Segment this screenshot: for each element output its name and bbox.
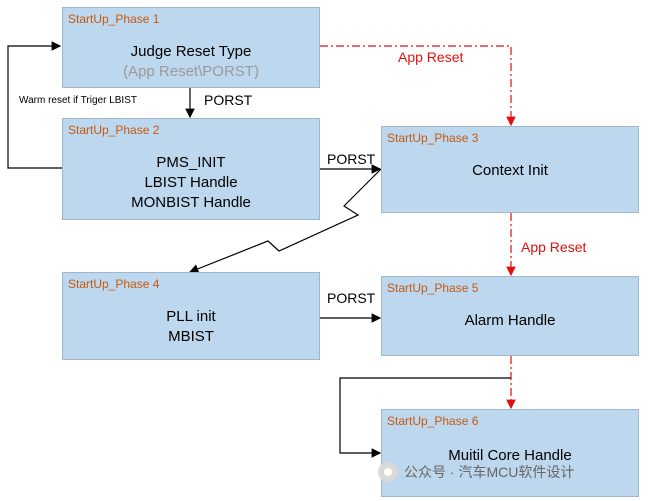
warm-reset-label: Warm reset if Triger LBIST xyxy=(19,95,137,106)
watermark: 公众号 · 汽车MCU软件设计 xyxy=(378,462,574,482)
arrow-warm-reset-loop xyxy=(7,41,62,169)
phase-6-box: StartUp_Phase 6 Muitil Core Handle xyxy=(381,409,639,497)
phase-1-line-1: Judge Reset Type xyxy=(130,43,252,60)
phase-1-line-2: (App Reset\PORST) xyxy=(123,63,259,80)
phase-5-tag: StartUp_Phase 5 xyxy=(387,281,479,295)
app-reset-label-p1-p3: App Reset xyxy=(398,49,464,65)
phase-2-box: StartUp_Phase 2 PMS_INIT LBIST Handle MO… xyxy=(62,118,320,220)
porst-label-p1-p2: PORST xyxy=(204,92,253,108)
phase-4-line-2: MBIST xyxy=(168,328,214,345)
phase-6-text: Muitil Core Handle xyxy=(382,446,638,466)
arrow-p5-p6-black xyxy=(339,377,511,458)
phase-3-tag: StartUp_Phase 3 xyxy=(387,131,479,145)
phase-4-box: StartUp_Phase 4 PLL init MBIST xyxy=(62,272,320,360)
phase-3-box: StartUp_Phase 3 Context Init xyxy=(381,126,639,213)
arrow-p3-p4 xyxy=(188,168,382,274)
phase-5-text: Alarm Handle xyxy=(382,311,638,331)
app-reset-label-p3-p5: App Reset xyxy=(521,239,587,255)
phase-1-box: StartUp_Phase 1 Judge Reset Type (App Re… xyxy=(62,7,320,88)
porst-label-p2-p3: PORST xyxy=(327,151,376,167)
wechat-icon xyxy=(378,462,398,482)
phase-4-text: PLL init MBIST xyxy=(63,307,319,347)
arrow-p1-p3-app-reset xyxy=(320,45,516,127)
phase-2-text: PMS_INIT LBIST Handle MONBIST Handle xyxy=(63,153,319,213)
phase-6-tag: StartUp_Phase 6 xyxy=(387,414,479,428)
porst-label-p4-p5: PORST xyxy=(327,290,376,306)
phase-2-line-2: LBIST Handle xyxy=(144,174,238,191)
phase-3-text: Context Init xyxy=(382,161,638,181)
phase-3-line-1: Context Init xyxy=(472,162,548,179)
phase-5-line-1: Alarm Handle xyxy=(464,312,556,329)
watermark-text: 公众号 · 汽车MCU软件设计 xyxy=(404,464,575,480)
phase-1-tag: StartUp_Phase 1 xyxy=(68,12,160,26)
phase-6-line-1: Muitil Core Handle xyxy=(448,447,572,464)
phase-4-line-1: PLL init xyxy=(166,308,216,325)
phase-1-text: Judge Reset Type (App Reset\PORST) xyxy=(63,42,319,82)
phase-2-tag: StartUp_Phase 2 xyxy=(68,123,160,137)
phase-5-box: StartUp_Phase 5 Alarm Handle xyxy=(381,276,639,356)
phase-2-line-1: PMS_INIT xyxy=(156,154,226,171)
phase-2-line-3: MONBIST Handle xyxy=(131,194,251,211)
phase-4-tag: StartUp_Phase 4 xyxy=(68,277,160,291)
